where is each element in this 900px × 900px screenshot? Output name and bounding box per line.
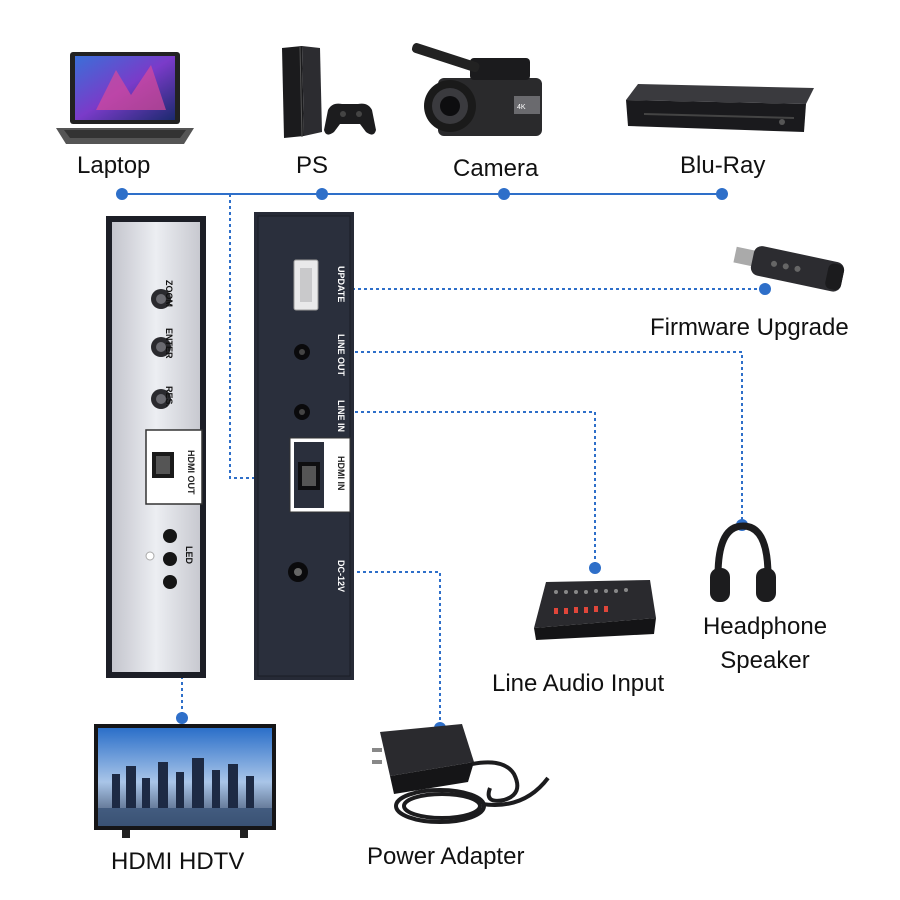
source-label-ps: PS bbox=[296, 152, 329, 179]
label-headphone-speaker: Headphone Speaker bbox=[690, 610, 840, 678]
port-label-line-in: LINE IN bbox=[336, 400, 346, 433]
bluray-player-icon bbox=[626, 84, 814, 132]
button-label-res: RES. bbox=[164, 386, 174, 408]
node-camera bbox=[498, 188, 510, 200]
svg-text:4K: 4K bbox=[517, 104, 526, 111]
playstation-icon bbox=[282, 46, 376, 138]
port-label-update: UPDATE bbox=[336, 266, 346, 303]
label-headphone: Headphone bbox=[702, 613, 828, 640]
back-panel bbox=[254, 212, 354, 680]
label-line-audio-input: Line Audio Input bbox=[492, 670, 665, 697]
hdtv-icon bbox=[94, 724, 276, 838]
label-firmware-upgrade: Firmware Upgrade bbox=[650, 314, 849, 341]
source-label-bluray: Blu-Ray bbox=[680, 152, 766, 179]
node-ps bbox=[316, 188, 328, 200]
wire-power bbox=[297, 571, 441, 728]
label-led: LED bbox=[184, 546, 194, 564]
label-hdmi-hdtv: HDMI HDTV bbox=[111, 848, 245, 875]
audio-mixer-icon bbox=[534, 580, 656, 640]
port-label-dc: DC-12V bbox=[336, 560, 346, 593]
usb-stick-icon bbox=[733, 246, 845, 292]
source-label-camera: Camera bbox=[453, 155, 539, 182]
node-bluray bbox=[716, 188, 728, 200]
label-speaker: Speaker bbox=[720, 647, 810, 674]
front-panel bbox=[106, 216, 206, 678]
port-label-line-out: LINE OUT bbox=[336, 334, 346, 376]
laptop-icon bbox=[56, 52, 194, 144]
port-label-hdmi-out: HDMI OUT bbox=[186, 450, 196, 495]
headphone-icon bbox=[710, 522, 776, 602]
button-label-enter: ENTER bbox=[164, 328, 174, 359]
node-laptop bbox=[116, 188, 128, 200]
node-firmware bbox=[759, 283, 771, 295]
label-power-adapter: Power Adapter bbox=[367, 843, 525, 870]
power-adapter-icon bbox=[372, 724, 550, 824]
wire-line-out bbox=[313, 351, 743, 525]
node-hdtv bbox=[176, 712, 188, 724]
node-mixer bbox=[589, 562, 601, 574]
button-label-zoom: ZOOM bbox=[164, 280, 174, 307]
front-buttons bbox=[151, 289, 171, 409]
port-label-hdmi-in: HDMI IN bbox=[336, 456, 346, 491]
source-label-laptop: Laptop bbox=[77, 152, 151, 179]
camera-icon: 4K bbox=[411, 43, 542, 136]
wire-line-in bbox=[313, 411, 596, 568]
